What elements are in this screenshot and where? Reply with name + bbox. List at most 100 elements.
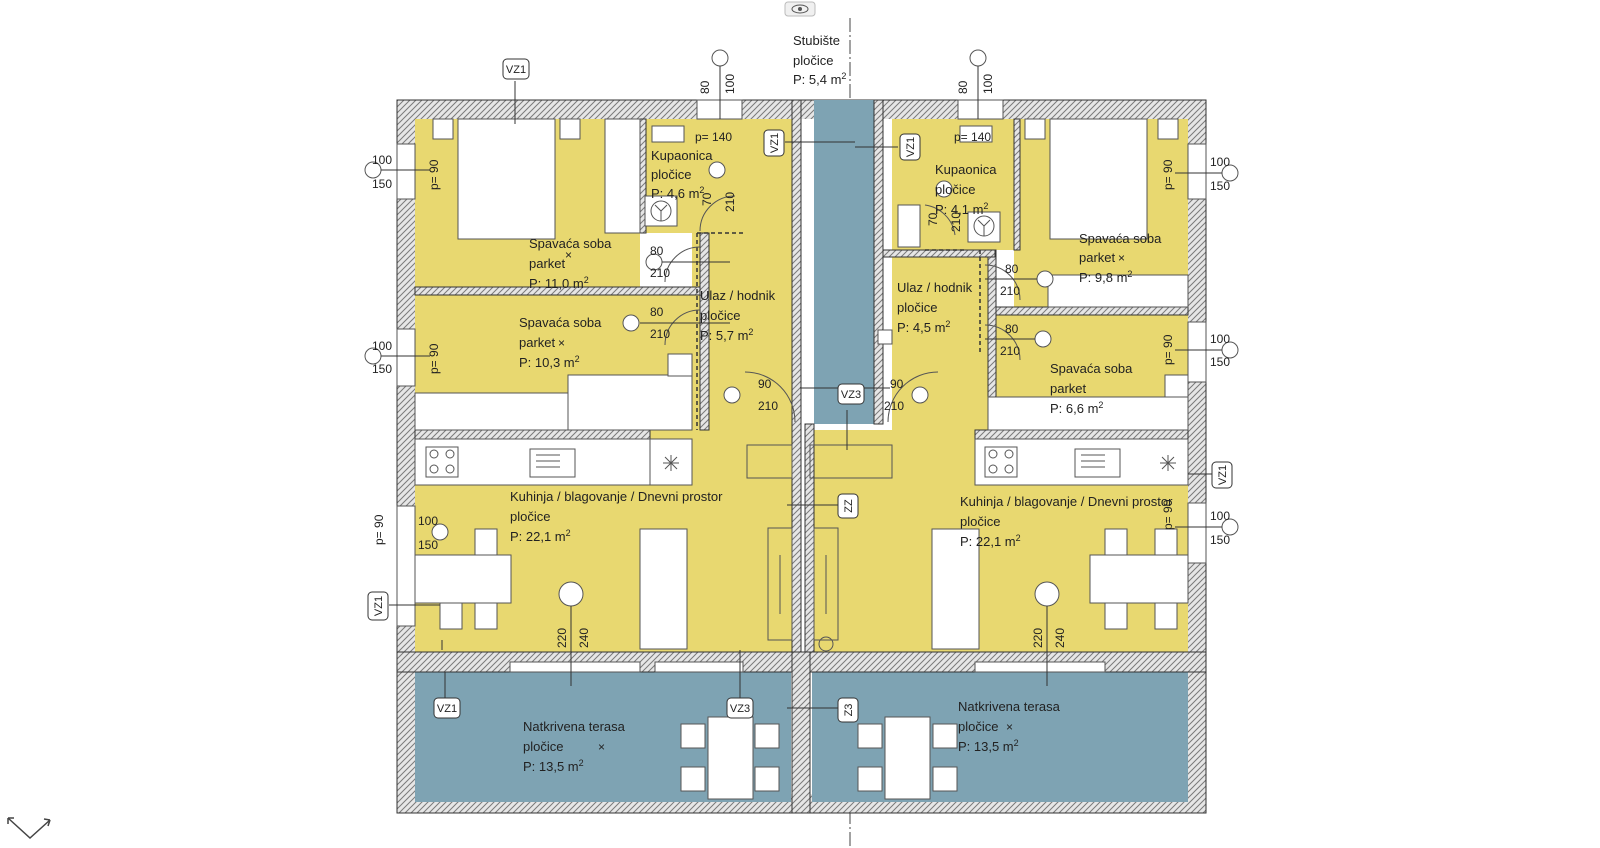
svg-text:p= 90: p= 90: [372, 514, 386, 545]
label-bedroom-2: Spavaća soba parket P: 10,3 m2: [519, 315, 602, 370]
svg-text:100: 100: [981, 74, 995, 94]
svg-text:Kupaonica: Kupaonica: [935, 162, 997, 177]
svg-text:VZ1: VZ1: [905, 137, 917, 157]
svg-text:Kuhinja / blagovanje / Dnevni: Kuhinja / blagovanje / Dnevni prostor: [960, 494, 1173, 509]
svg-text:210: 210: [1000, 284, 1020, 298]
svg-text:150: 150: [372, 362, 392, 376]
svg-text:80: 80: [1005, 262, 1019, 276]
svg-text:100: 100: [418, 514, 438, 528]
tag-z3: Z3: [837, 697, 859, 723]
svg-text:240: 240: [1053, 628, 1067, 648]
label-bedroom-3: Spavaća soba parket P: 9,8 m2: [1079, 231, 1162, 285]
svg-text:210: 210: [1000, 344, 1020, 358]
svg-text:pločice: pločice: [793, 53, 833, 68]
svg-text:P: 5,4 m2: P: 5,4 m2: [793, 71, 846, 87]
svg-text:Ulaz / hodnik: Ulaz / hodnik: [897, 280, 973, 295]
eye-icon: [791, 4, 809, 14]
svg-text:210: 210: [650, 327, 670, 341]
floor-hall-right: [892, 250, 988, 430]
svg-text:pločice: pločice: [523, 739, 563, 754]
svg-text:Kuhinja / blagovanje / Dnevni: Kuhinja / blagovanje / Dnevni prostor: [510, 489, 723, 504]
svg-text:pločice: pločice: [510, 509, 550, 524]
label-living-left: Kuhinja / blagovanje / Dnevni prostor pl…: [510, 489, 723, 544]
floor-stair: [814, 100, 874, 424]
svg-text:150: 150: [1210, 179, 1230, 193]
svg-text:220: 220: [555, 628, 569, 648]
svg-text:×: ×: [1006, 720, 1013, 734]
svg-text:80: 80: [1005, 322, 1019, 336]
svg-text:100: 100: [723, 74, 737, 94]
doors: [664, 195, 1021, 430]
label-living-right: Kuhinja / blagovanje / Dnevni prostor pl…: [960, 494, 1173, 549]
svg-text:100: 100: [372, 339, 392, 353]
svg-text:P: 6,6 m2: P: 6,6 m2: [1050, 400, 1103, 416]
svg-text:Spavaća soba: Spavaća soba: [1079, 231, 1162, 246]
svg-text:parket: parket: [1079, 250, 1116, 265]
svg-text:p= 140: p= 140: [954, 130, 991, 144]
svg-text:parket: parket: [519, 335, 556, 350]
orientation-icon: [7, 817, 51, 840]
svg-text:p= 90: p= 90: [1161, 499, 1175, 530]
svg-text:80: 80: [650, 244, 664, 258]
furniture-left: [414, 118, 793, 800]
label-terrace-left: Natkrivena terasa pločice P: 13,5 m2: [523, 719, 626, 774]
svg-text:80: 80: [650, 305, 664, 319]
svg-text:Spavaća soba: Spavaća soba: [1050, 361, 1133, 376]
label-bedroom-1: Spavaća soba parket P: 11,0 m2: [529, 236, 612, 291]
svg-text:150: 150: [372, 177, 392, 191]
svg-text:240: 240: [577, 628, 591, 648]
tag-vz1-terrace: VZ1: [433, 697, 461, 719]
svg-text:Stubište: Stubište: [793, 33, 840, 48]
svg-text:Natkrivena terasa: Natkrivena terasa: [523, 719, 626, 734]
svg-text:VZ3: VZ3: [841, 389, 861, 401]
svg-text:210: 210: [949, 212, 963, 232]
svg-text:ZZ: ZZ: [843, 499, 855, 513]
svg-text:p= 90: p= 90: [427, 343, 441, 374]
label-hall-left: Ulaz / hodnik pločice P: 5,7 m2: [700, 288, 776, 343]
svg-text:VZ1: VZ1: [373, 596, 385, 616]
svg-text:100: 100: [1210, 332, 1230, 346]
svg-text:100: 100: [1210, 155, 1230, 169]
svg-text:P: 13,5 m2: P: 13,5 m2: [523, 758, 584, 774]
svg-text:p= 90: p= 90: [1161, 159, 1175, 190]
svg-text:Kupaonica: Kupaonica: [651, 148, 713, 163]
tag-vz1-right: VZ1: [1211, 461, 1233, 489]
label-bedroom-4: Spavaća soba parket P: 6,6 m2: [1050, 361, 1133, 416]
svg-text:p= 90: p= 90: [427, 159, 441, 190]
svg-text:Z3: Z3: [843, 704, 855, 717]
svg-text:100: 100: [372, 153, 392, 167]
svg-text:pločice: pločice: [897, 300, 937, 315]
svg-text:p= 90: p= 90: [1161, 334, 1175, 365]
svg-text:VZ1: VZ1: [769, 133, 781, 153]
svg-text:P: 22,1 m2: P: 22,1 m2: [510, 528, 571, 544]
view-control[interactable]: [784, 1, 816, 17]
svg-text:P: 5,7 m2: P: 5,7 m2: [700, 327, 753, 343]
svg-text:P: 13,5 m2: P: 13,5 m2: [958, 738, 1019, 754]
tag-vz1-stair-left: VZ1: [763, 129, 785, 157]
svg-text:P: 22,1 m2: P: 22,1 m2: [960, 533, 1021, 549]
svg-text:Spavaća soba: Spavaća soba: [529, 236, 612, 251]
svg-text:VZ3: VZ3: [730, 703, 750, 715]
svg-text:70: 70: [926, 212, 940, 226]
svg-text:P: 11,0 m2: P: 11,0 m2: [529, 275, 589, 291]
label-terrace-right: Natkrivena terasa pločice P: 13,5 m2: [958, 699, 1061, 754]
tag-zz: ZZ: [837, 493, 859, 519]
svg-text:90: 90: [890, 377, 904, 391]
svg-text:P: 9,8 m2: P: 9,8 m2: [1079, 269, 1132, 285]
svg-text:Natkrivena terasa: Natkrivena terasa: [958, 699, 1061, 714]
svg-text:70: 70: [700, 192, 714, 206]
svg-text:90: 90: [758, 377, 772, 391]
leader-lines: [381, 66, 1222, 709]
svg-text:×: ×: [565, 248, 572, 262]
light-fixtures: [364, 49, 1239, 607]
svg-text:P: 4,6 m2: P: 4,6 m2: [651, 185, 704, 201]
svg-text:220: 220: [1031, 628, 1045, 648]
tag-vz1-left: VZ1: [367, 591, 389, 621]
svg-text:P: 4,5 m2: P: 4,5 m2: [897, 319, 950, 335]
svg-text:pločice: pločice: [958, 719, 998, 734]
label-bathroom-right: Kupaonica pločice P: 4,1 m2: [935, 162, 997, 217]
svg-text:Spavaća soba: Spavaća soba: [519, 315, 602, 330]
svg-text:210: 210: [884, 399, 904, 413]
svg-text:210: 210: [758, 399, 778, 413]
